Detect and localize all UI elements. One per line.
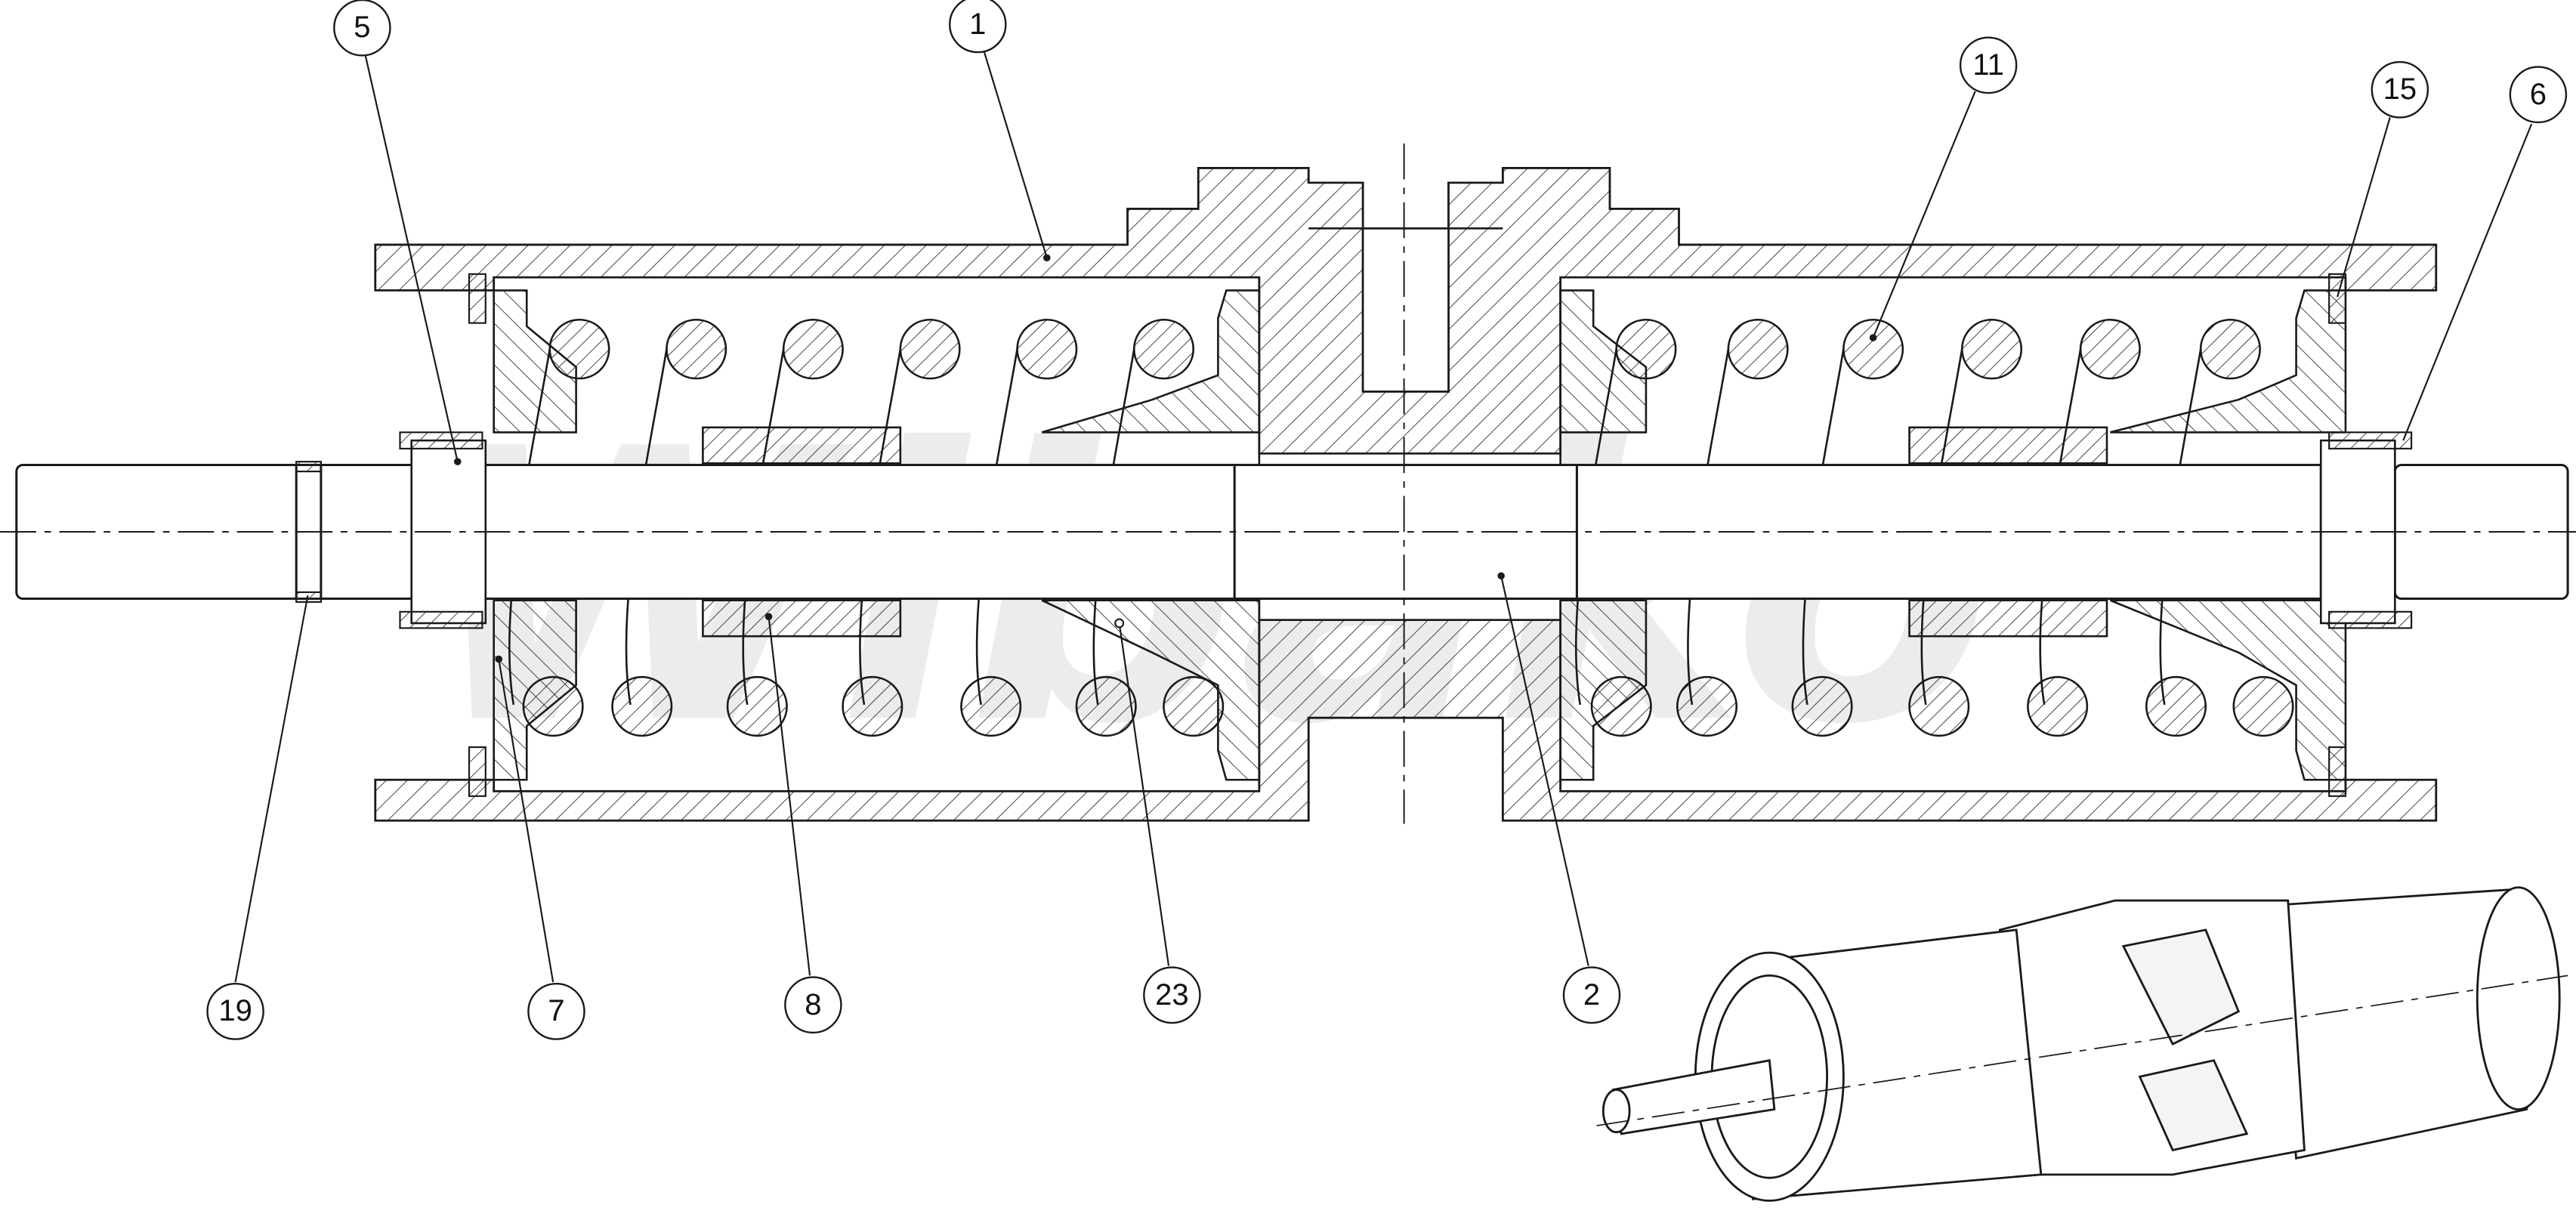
circlip-right-bottom	[2328, 746, 2347, 797]
balloon-1	[949, 0, 1007, 54]
spring-coil-right-bottom-5	[2145, 675, 2207, 737]
spring-coil-left-bottom-2	[726, 675, 788, 737]
spring-coil-right-bottom-0	[1590, 675, 1652, 737]
spring-coil-left-top-1	[666, 318, 727, 380]
iso-flange-notch-top	[2121, 928, 2241, 1046]
balloon-15	[2371, 60, 2429, 119]
retaining-ring-bottom	[295, 591, 322, 603]
spring-coil-right-top-5	[2199, 318, 2261, 380]
spring-coil-left-bottom-0	[522, 675, 584, 737]
spring-coil-right-top-2	[1842, 318, 1904, 380]
balloon-7	[527, 983, 585, 1040]
balloon-23	[1143, 966, 1201, 1024]
spring-coil-right-top-3	[1960, 318, 2023, 380]
balloon-label-8: 8	[805, 987, 822, 1021]
leader-dot-11	[1869, 334, 1877, 341]
leader-dot-1	[1042, 254, 1051, 261]
balloon-8	[784, 976, 842, 1034]
leader-11	[1872, 91, 1976, 338]
balloon-11	[1959, 36, 2018, 94]
leader-dot-5	[453, 458, 462, 465]
balloon-label-6: 6	[2529, 77, 2547, 111]
spring-coil-right-bottom-6	[2232, 675, 2294, 737]
spacer-bottom-right	[1908, 599, 2108, 638]
spring-coil-right-top-1	[1727, 318, 1789, 380]
circlip-left-top	[468, 273, 486, 324]
balloon-label-1: 1	[969, 7, 987, 41]
retaining-ring-top	[295, 461, 322, 473]
spring-coil-left-top-0	[548, 318, 610, 380]
balloon-label-5: 5	[354, 11, 371, 45]
balloon-label-11: 11	[1972, 48, 2004, 82]
leader-1	[983, 51, 1048, 258]
leader-7	[498, 659, 554, 983]
isometric-view	[1596, 886, 2568, 1202]
compression-springs	[508, 318, 2294, 737]
leader-15	[2337, 117, 2391, 298]
spring-coil-left-top-4	[1016, 318, 1078, 380]
circlip-right-top	[2328, 273, 2347, 324]
right-seat-top	[2110, 289, 2347, 434]
iso-centerline	[1596, 975, 2568, 1126]
circlip-left-bottom	[468, 746, 486, 797]
spring-coil-right-bottom-4	[2027, 675, 2089, 737]
leader-5	[364, 55, 459, 462]
spring-coil-left-bottom-5	[1075, 675, 1137, 737]
shaft	[15, 463, 2569, 601]
spacer-top-left	[702, 426, 902, 465]
balloon-6	[2509, 66, 2568, 124]
spring-coil-right-top-4	[2079, 318, 2141, 380]
spring-coil-right-bottom-3	[1908, 675, 1970, 737]
balloon-5	[333, 0, 391, 57]
leader-dot-8	[764, 613, 773, 621]
spring-coil-left-top-3	[899, 318, 961, 380]
balloon-label-7: 7	[548, 994, 565, 1028]
leader-dot-7	[495, 655, 503, 663]
spacer-bottom-left	[702, 599, 902, 638]
leader-6	[2402, 123, 2533, 441]
seal-right-top	[2328, 431, 2413, 449]
center-seat-top-left	[1041, 289, 1261, 434]
balloon-label-19: 19	[218, 994, 252, 1028]
spacer-top-right	[1908, 426, 2108, 465]
balloon-label-15: 15	[2383, 73, 2417, 107]
leader-2	[1500, 576, 1589, 966]
spring-coil-left-top-2	[782, 318, 844, 380]
right-seat-bottom	[2109, 599, 2347, 781]
leader-dot-2	[1497, 572, 1505, 580]
spring-coil-right-bottom-1	[1676, 675, 1738, 737]
spring-coil-left-top-5	[1132, 318, 1195, 380]
top-pocket	[1361, 227, 1450, 393]
leader-23	[1118, 622, 1170, 966]
seal-left-top	[399, 431, 483, 449]
center-seat-bottom-left	[1041, 599, 1261, 781]
callouts	[206, 0, 2568, 1040]
spring-coil-left-bottom-1	[611, 675, 673, 737]
iso-flange-notch-bottom	[2138, 1059, 2249, 1152]
balloon-label-23: 23	[1155, 978, 1189, 1012]
seal-left-bottom	[399, 610, 483, 629]
seal-right-bottom	[2328, 610, 2413, 629]
spring-coil-right-top-0	[1615, 318, 1677, 380]
balloon-label-2: 2	[1583, 978, 1601, 1012]
iso-right-end	[2476, 886, 2561, 1110]
leader-19	[234, 595, 309, 983]
leader-8	[768, 616, 811, 976]
balloon-19	[206, 983, 264, 1040]
iso-stub-end	[1602, 1089, 1631, 1134]
spring-coil-right-bottom-2	[1791, 675, 1853, 737]
leader-dot-23	[1114, 618, 1125, 629]
spring-coil-left-bottom-4	[960, 675, 1022, 737]
balloon-2	[1562, 966, 1621, 1024]
spring-coil-left-bottom-6	[1163, 675, 1225, 737]
spring-coil-left-bottom-3	[842, 675, 903, 737]
